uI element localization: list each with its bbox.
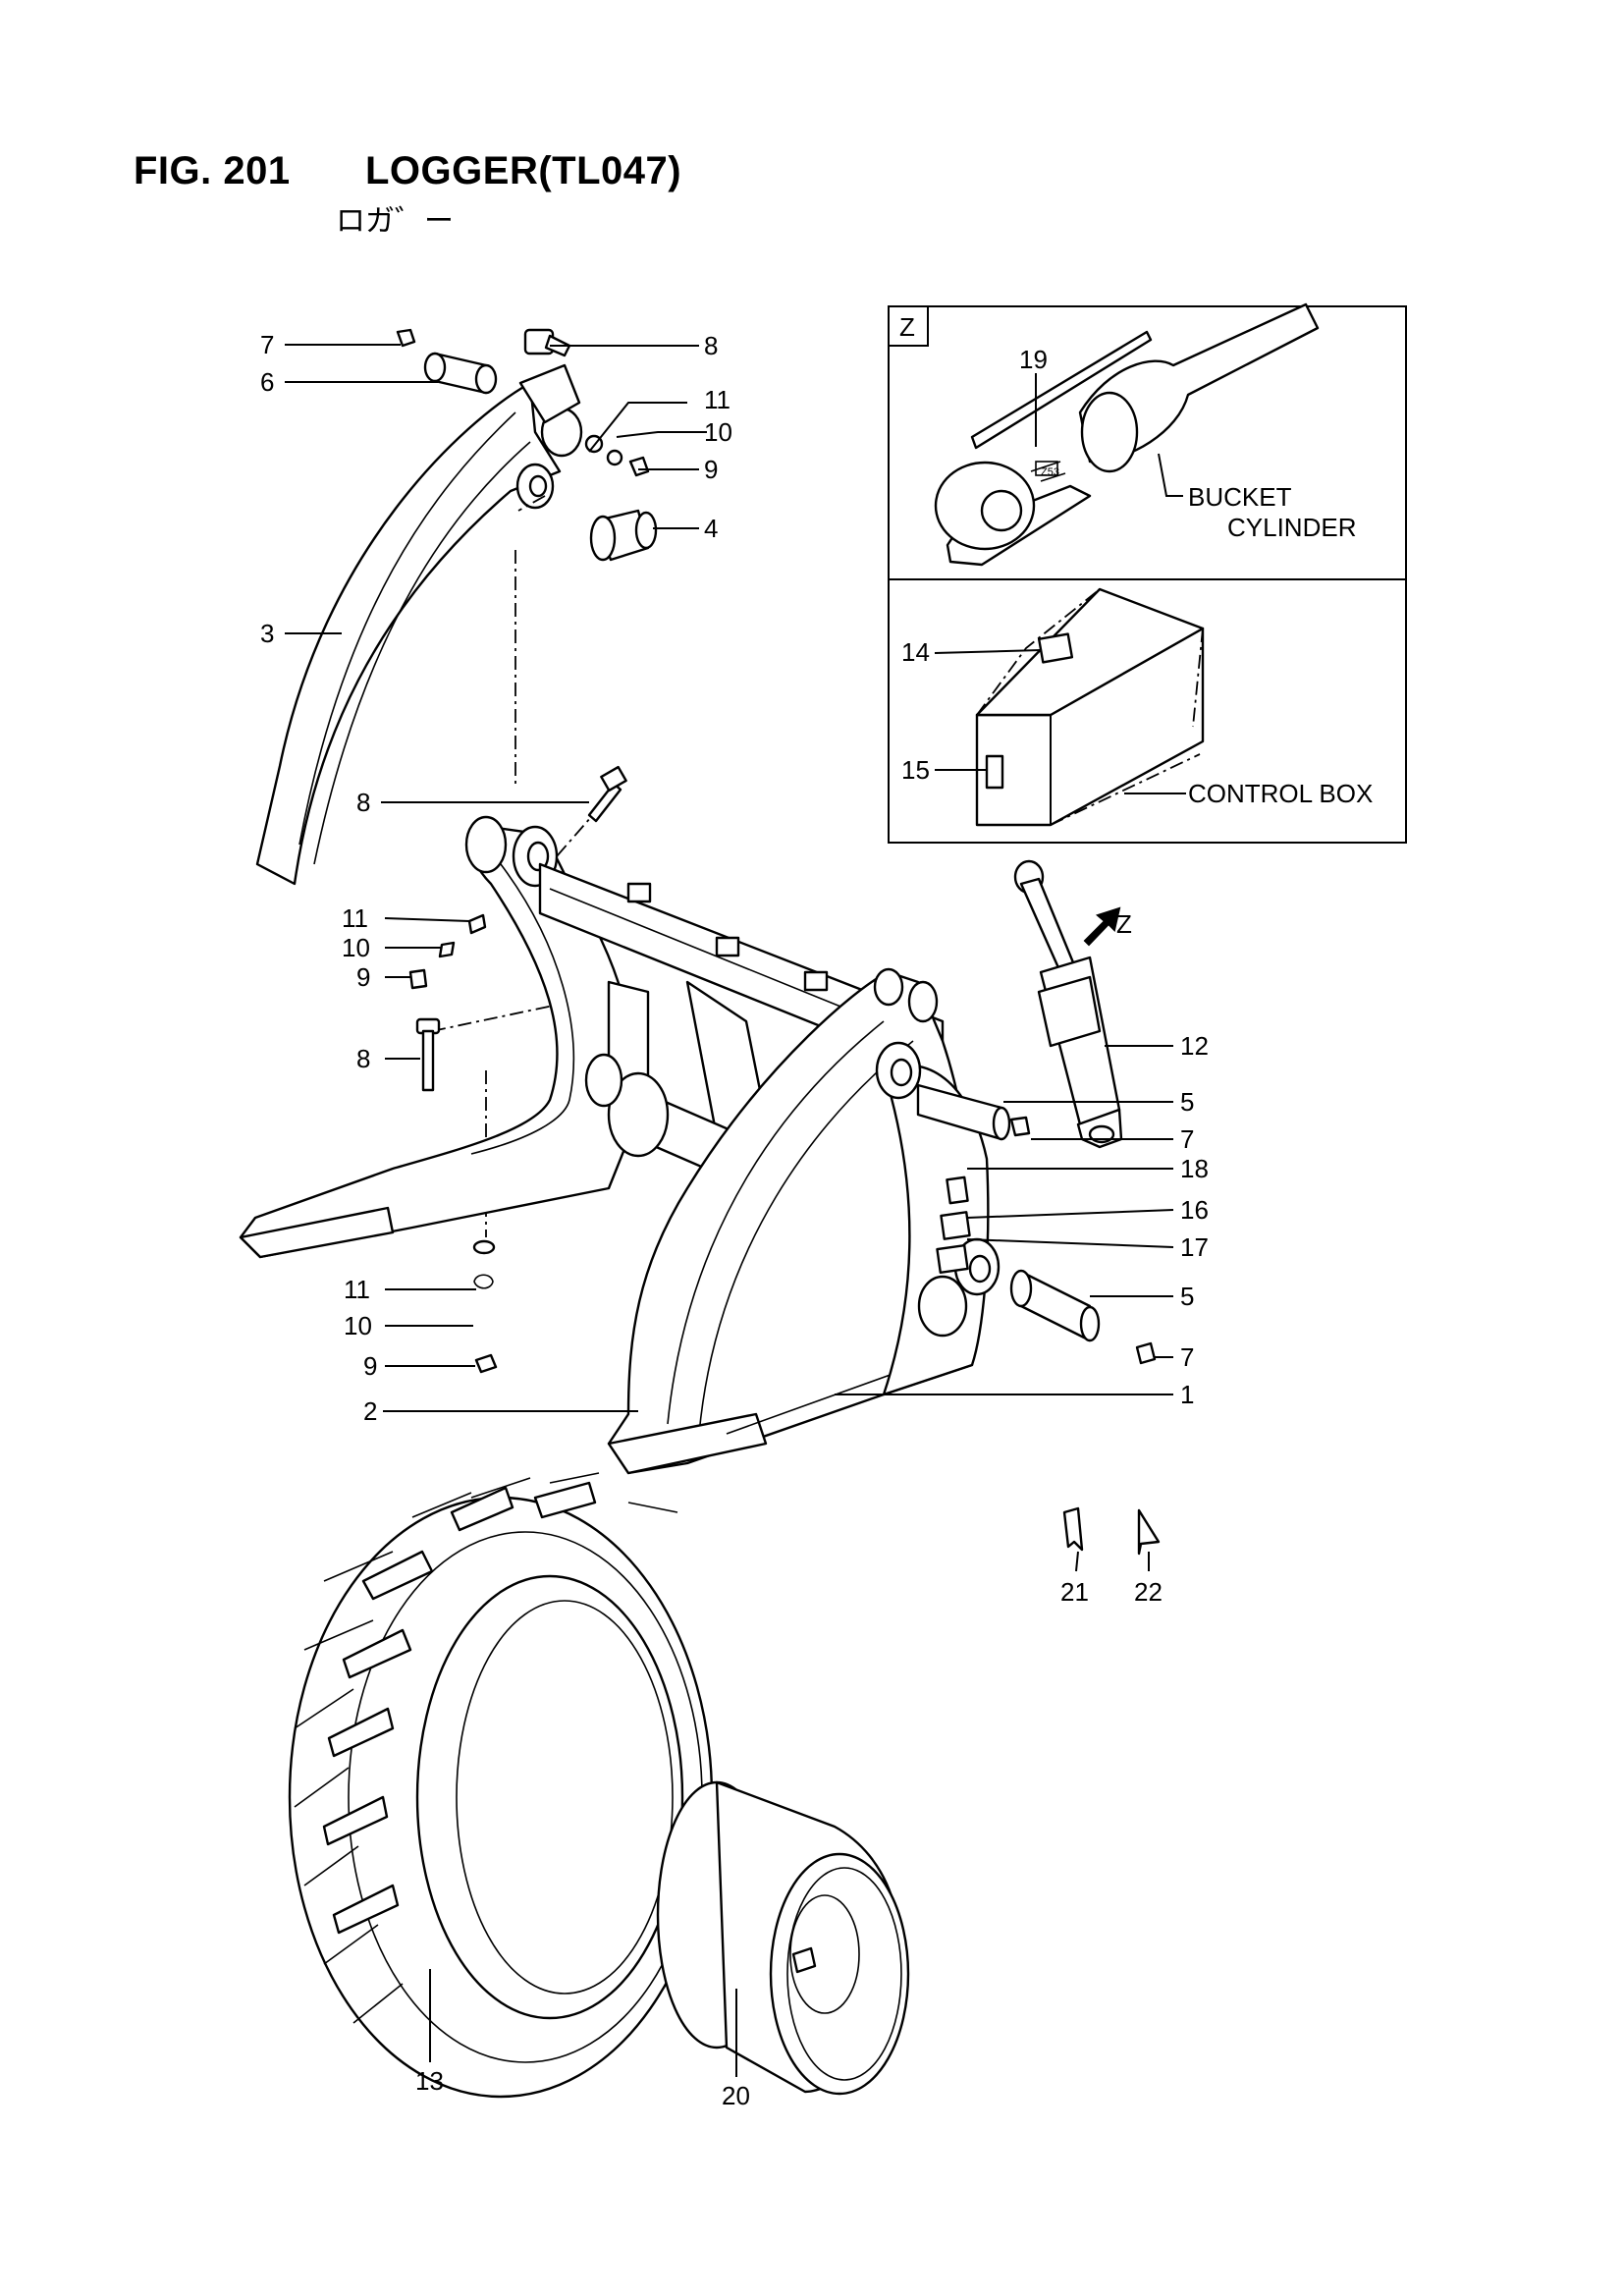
callout-5-lower: 5 <box>1180 1282 1194 1311</box>
callout-3: 3 <box>260 619 274 648</box>
control-box-label: CONTROL BOX <box>1188 779 1373 808</box>
callout-14: 14 <box>901 637 930 667</box>
bucket-cylinder-label-1: BUCKET <box>1188 482 1292 512</box>
callout-8-top: 8 <box>704 331 718 360</box>
clips <box>1062 1506 1161 1556</box>
callout-5-upper: 5 <box>1180 1087 1194 1117</box>
callout-6: 6 <box>260 367 274 397</box>
detail-view-label: Z <box>899 312 915 342</box>
callout-7-top: 7 <box>260 330 274 359</box>
callout-9-mid: 9 <box>356 962 370 992</box>
grapple-arm <box>255 363 583 886</box>
logger-frame <box>239 815 1157 1475</box>
callout-1: 1 <box>1180 1380 1194 1409</box>
figure-name: LOGGER(TL047) <box>365 149 682 192</box>
bucket-cylinder <box>1013 859 1123 1149</box>
callout-8-mid: 8 <box>356 788 370 817</box>
control-box-detail <box>975 587 1205 827</box>
wheel-rim <box>656 1780 910 2096</box>
callout-9-top: 9 <box>704 455 718 484</box>
callout-7-low: 7 <box>1180 1342 1194 1372</box>
callout-20: 20 <box>722 2081 750 2110</box>
callout-7-mid: 7 <box>1180 1124 1194 1154</box>
figure-title: FIG. 201 LOGGER(TL047) <box>134 149 681 193</box>
tire <box>288 1472 714 2099</box>
callout-2: 2 <box>363 1396 377 1426</box>
svg-text:Z53: Z53 <box>1041 466 1059 478</box>
callout-12: 12 <box>1180 1031 1209 1061</box>
callout-19: 19 <box>1019 345 1048 374</box>
callout-11-top: 11 <box>704 385 730 414</box>
callout-18: 18 <box>1180 1154 1209 1183</box>
centerline-3 <box>549 785 620 865</box>
callout-11-low: 11 <box>344 1275 370 1304</box>
callout-10-top: 10 <box>704 417 732 447</box>
top-hardware <box>396 328 658 562</box>
callout-16: 16 <box>1180 1195 1209 1225</box>
detail-view-box: Z Z53 19 BUCKET CYLINDER 14 <box>888 302 1407 844</box>
bucket-cylinder-detail: Z53 <box>934 302 1320 567</box>
bucket-cylinder-label-2: CYLINDER <box>1227 513 1356 542</box>
callout-10-mid: 10 <box>342 933 370 962</box>
callout-4: 4 <box>704 514 718 543</box>
left-hardware <box>408 765 627 1374</box>
centerline-4 <box>431 991 620 1032</box>
figure-number: FIG. 201 <box>134 149 291 192</box>
centerline-2 <box>517 495 546 512</box>
callout-9-low: 9 <box>363 1351 377 1381</box>
callout-15: 15 <box>901 755 930 785</box>
arrow-z-label: Z <box>1116 909 1132 939</box>
figure-subtitle: ロガ゛ー <box>336 205 454 238</box>
leader-lines <box>285 344 1174 2077</box>
callout-21: 21 <box>1060 1577 1089 1607</box>
callout-17: 17 <box>1180 1232 1209 1262</box>
callout-10-low: 10 <box>344 1311 372 1340</box>
callout-11-mid: 11 <box>342 903 368 933</box>
callout-13: 13 <box>415 2066 444 2096</box>
callout-22: 22 <box>1134 1577 1163 1607</box>
callout-8-low: 8 <box>356 1044 370 1073</box>
